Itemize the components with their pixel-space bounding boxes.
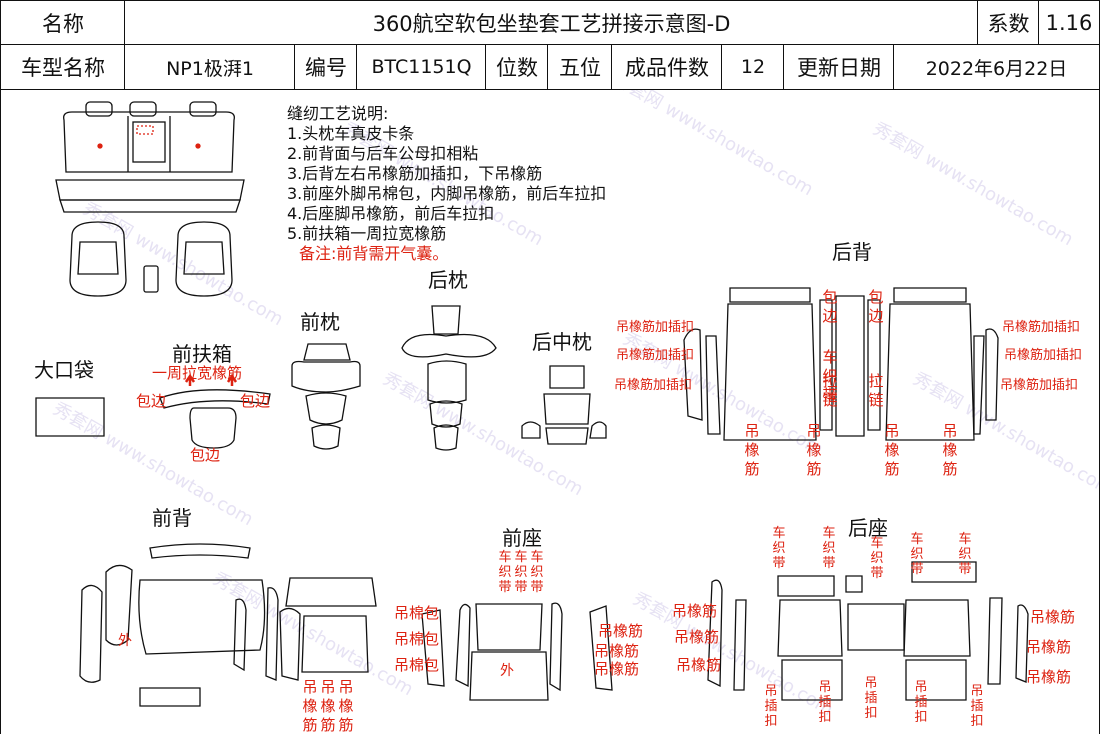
annotation-hang-clip-vertical: 吊插扣 xyxy=(914,680,928,725)
annotation-zip-vertical: 拉链 xyxy=(868,372,884,409)
annotation-hang-cotton: 吊棉包 xyxy=(394,656,440,674)
seats-label: 位数 xyxy=(485,44,549,90)
name-label: 名称 xyxy=(0,0,126,46)
annotation-hang-elastic: 吊橡筋 xyxy=(672,602,718,620)
annotation-hang-elastic: 吊橡筋 xyxy=(676,656,722,674)
front-seat-drawing xyxy=(279,577,613,701)
annotation-hang-elastic-vertical: 吊橡筋 xyxy=(338,678,354,734)
sewing-notes: 缝纫工艺说明: 1.头枕车真皮卡条 2.前背面与后车公母扣相粘 3.后背左右吊橡… xyxy=(287,104,606,264)
annotation-hang-clip-vertical: 吊插扣 xyxy=(818,680,832,725)
annotation-hang-elastic-vertical: 吊橡筋 xyxy=(884,422,900,478)
note-item: 3.前座外脚吊棉包，内脚吊橡筋，前后车拉扣 xyxy=(287,184,607,203)
notes-remark: 备注:前背需开气囊。 xyxy=(299,244,449,263)
annotation-wrap-edge-vertical: 包边 xyxy=(868,288,884,325)
note-item: 1.头枕车真皮卡条 xyxy=(287,124,415,143)
annotation-hang-elastic-vertical: 吊橡筋 xyxy=(744,422,760,478)
annotation-car-strap-vertical: 车织带 xyxy=(772,526,786,571)
annotation-elastic-clip: 吊橡筋加插扣 xyxy=(616,320,695,335)
rear-back-drawing xyxy=(683,287,999,441)
annotation-wrap-edge-bottom: 包边 xyxy=(190,446,221,464)
rear-seat-drawing xyxy=(707,561,1029,701)
annotation-hang-cotton: 吊棉包 xyxy=(394,604,440,622)
annotation-car-strap-vertical: 车织带 xyxy=(498,550,512,595)
annotation-hang-elastic-vertical: 吊橡筋 xyxy=(302,678,318,734)
annotation-hang-clip-vertical: 吊插扣 xyxy=(970,684,984,729)
annotation-hang-elastic: 吊橡筋 xyxy=(674,628,720,646)
label-rear-headrest: 后枕 xyxy=(428,268,468,292)
annotation-outer: 外 xyxy=(118,633,132,649)
annotation-hang-cotton: 吊棉包 xyxy=(394,630,440,648)
label-rear-seat: 后座 xyxy=(848,516,888,540)
note-item: 5.前扶箱一周拉宽橡筋 xyxy=(287,224,447,243)
annotation-hang-elastic: 吊橡筋 xyxy=(1026,668,1072,686)
code-value: BTC1151Q xyxy=(356,44,487,90)
annotation-elastic-clip: 吊橡筋加插扣 xyxy=(616,348,695,363)
annotation-car-vertical: 车织带 xyxy=(822,348,838,404)
header-table: 名称 360航空软包坐垫套工艺拼接示意图-D 系数 1.16 车型名称 NP1极… xyxy=(0,0,1100,90)
front-armrest-drawing xyxy=(159,389,271,449)
annotation-hang-elastic: 吊橡筋 xyxy=(1026,638,1072,656)
annotation-car-strap-vertical: 车织带 xyxy=(514,550,528,595)
model-label: 车型名称 xyxy=(0,44,126,90)
coef-value: 1.16 xyxy=(1038,0,1100,46)
annotation-hang-clip-vertical: 吊插扣 xyxy=(764,684,778,729)
annotation-hang-elastic: 吊橡筋 xyxy=(1030,608,1076,626)
annotation-car-strap-vertical: 车织带 xyxy=(870,536,884,581)
pieces-value: 12 xyxy=(721,44,785,90)
label-big-pocket: 大口袋 xyxy=(34,358,94,382)
annotation-elastic-clip: 吊橡筋加插扣 xyxy=(614,378,693,393)
annotation-zip-vertical: 拉链 xyxy=(822,372,838,409)
overview-front-seats-drawing xyxy=(69,221,233,297)
rear-mid-headrest-drawing xyxy=(521,365,607,445)
annotation-wrap-edge-vertical: 包边 xyxy=(822,288,838,325)
annotation-car-strap-vertical: 车织带 xyxy=(822,526,836,571)
coef-label: 系数 xyxy=(977,0,1040,46)
label-front-back: 前背 xyxy=(152,506,192,530)
label-front-headrest: 前枕 xyxy=(300,310,340,334)
annotation-hang-elastic: 吊橡筋 xyxy=(594,660,640,678)
note-item: 3.后背左右吊橡筋加插扣，下吊橡筋 xyxy=(287,164,543,183)
annotation-elastic-clip: 吊橡筋加插扣 xyxy=(1004,348,1083,363)
annotation-elastic-clip: 吊橡筋加插扣 xyxy=(1000,378,1079,393)
annotation-armrest-elastic: 一周拉宽橡筋 xyxy=(152,364,243,382)
label-rear-mid-headrest: 后中枕 xyxy=(532,330,592,354)
annotation-hang-elastic-vertical: 吊橡筋 xyxy=(806,422,822,478)
front-back-drawing xyxy=(79,543,279,707)
note-item: 4.后座脚吊橡筋，前后车拉扣 xyxy=(287,204,495,223)
annotation-wrap-edge-right: 包边 xyxy=(240,392,271,410)
annotation-hang-elastic: 吊橡筋 xyxy=(598,622,644,640)
seats-value: 五位 xyxy=(547,44,613,90)
big-pocket-drawing xyxy=(35,397,105,437)
annotation-car-strap-vertical: 车织带 xyxy=(910,532,924,577)
pieces-label: 成品件数 xyxy=(611,44,723,90)
note-item: 2.前背面与后车公母扣相粘 xyxy=(287,144,479,163)
annotation-car-strap-vertical: 车织带 xyxy=(958,532,972,577)
annotation-car-strap-vertical: 车织带 xyxy=(530,550,544,595)
annotation-hang-elastic: 吊橡筋 xyxy=(594,642,640,660)
annotation-wrap-edge-left: 包边 xyxy=(136,392,167,410)
annotation-outer: 外 xyxy=(500,663,514,679)
notes-title: 缝纫工艺说明: xyxy=(287,104,389,123)
annotation-hang-elastic-vertical: 吊橡筋 xyxy=(320,678,336,734)
annotation-hang-elastic-vertical: 吊橡筋 xyxy=(942,422,958,478)
label-rear-back: 后背 xyxy=(832,240,872,264)
overview-rear-bench-drawing xyxy=(55,101,245,213)
model-value: NP1极湃1 xyxy=(124,44,296,90)
front-headrest-drawing xyxy=(291,343,361,450)
annotation-elastic-clip: 吊橡筋加插扣 xyxy=(1002,320,1081,335)
rear-headrest-drawing xyxy=(401,305,497,451)
label-front-armrest: 前扶箱 xyxy=(172,342,232,366)
annotation-hang-clip-vertical: 吊插扣 xyxy=(864,676,878,721)
code-label: 编号 xyxy=(294,44,358,90)
label-front-seat: 前座 xyxy=(502,526,542,550)
